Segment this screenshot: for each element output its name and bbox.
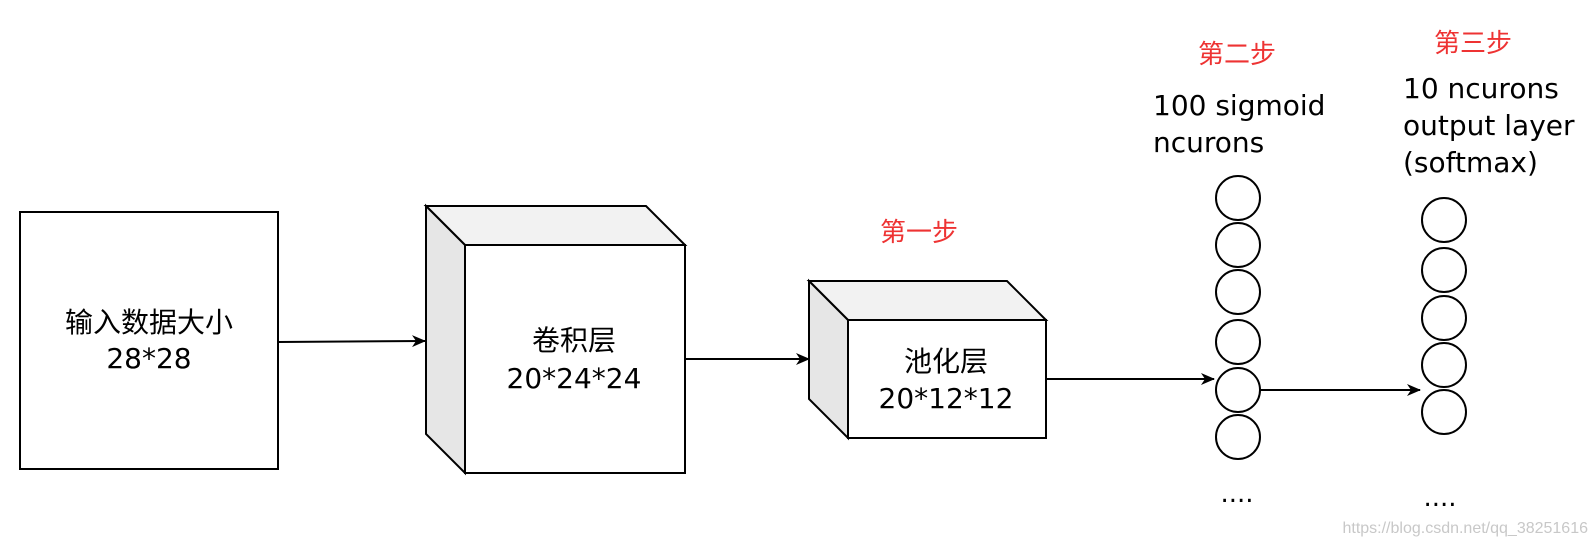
output-layer-ellipsis: .... (1423, 483, 1456, 513)
output-neuron (1421, 197, 1467, 243)
input-box-size: 28*28 (106, 342, 191, 375)
hidden-layer-desc-2: ncurons (1153, 126, 1264, 159)
pool-layer-title: 池化层 (904, 345, 988, 378)
hidden-neuron (1215, 367, 1261, 413)
watermark-url: https://blog.csdn.net/qq_38251616 (1342, 520, 1588, 537)
output-neuron (1421, 247, 1467, 293)
step-two-label: 第二步 (1198, 40, 1276, 70)
output-neuron (1421, 342, 1467, 388)
hidden-neuron (1215, 269, 1261, 315)
conv-layer-size: 20*24*24 (507, 362, 642, 395)
arrow-input-to-conv (277, 335, 426, 348)
output-layer-desc-1: 10 ncurons (1403, 72, 1559, 105)
hidden-layer-neurons (1215, 175, 1261, 460)
pool-layer-cube: 池化层 20*12*12 (806, 278, 1049, 441)
hidden-neuron (1215, 414, 1261, 460)
step-three-label: 第三步 (1434, 29, 1512, 59)
conv-top-face (423, 205, 688, 246)
hidden-neuron (1215, 319, 1261, 365)
pool-front-face (847, 319, 1047, 439)
conv-side-face (425, 203, 466, 476)
hidden-neuron (1215, 222, 1261, 268)
step-one-label: 第一步 (880, 218, 958, 248)
output-layer-desc-2: output layer (1403, 109, 1575, 142)
output-neuron (1421, 295, 1467, 341)
hidden-layer-desc-1: 100 sigmoid (1153, 89, 1325, 122)
input-box-title: 输入数据大小 (65, 306, 233, 339)
pool-layer-size: 20*12*12 (879, 382, 1014, 415)
input-box: 输入数据大小 28*28 (19, 211, 279, 470)
hidden-neuron (1215, 175, 1261, 221)
pool-top-face (806, 280, 1049, 321)
conv-layer-title: 卷积层 (532, 324, 616, 357)
output-layer-neurons (1421, 197, 1467, 435)
output-layer-desc-3: (softmax) (1403, 146, 1538, 179)
output-neuron (1421, 389, 1467, 435)
hidden-layer-ellipsis: .... (1220, 479, 1253, 509)
conv-layer-cube: 卷积层 20*24*24 (423, 203, 688, 476)
conv-front-face (464, 244, 686, 474)
